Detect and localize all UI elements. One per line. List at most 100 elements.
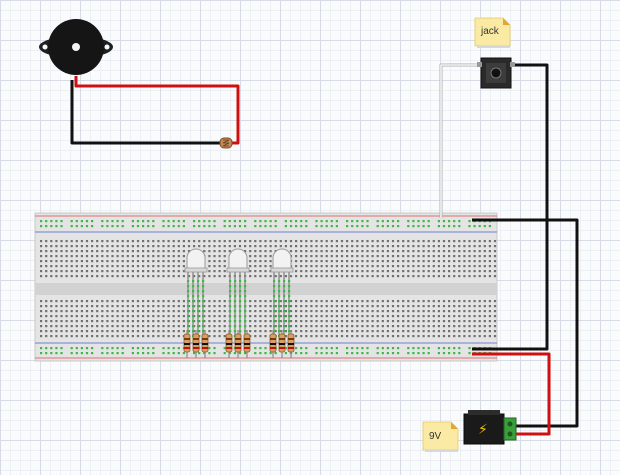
audio-jack[interactable] [477,57,515,89]
terminal-hole [228,245,231,248]
terminal-hole [325,255,328,258]
battery-note[interactable]: 9V [422,421,459,452]
led-rim [270,267,294,273]
terminal-hole [325,305,328,308]
terminal-hole [386,330,389,333]
terminal-hole [453,300,456,303]
terminal-hole [218,330,221,333]
active-hole [244,280,247,283]
rgb-led [225,248,251,358]
terminal-hole [147,265,150,268]
terminal-hole [208,275,211,278]
terminal-hole [432,325,435,328]
terminal-hole [437,325,440,328]
rail-hole [116,220,119,223]
terminal-hole [493,270,497,273]
active-hole [202,295,205,298]
terminal-hole [136,260,140,263]
terminal-hole [101,245,104,248]
active-hole [278,330,281,333]
active-hole [288,325,291,328]
terminal-hole [45,245,48,248]
photoresistor[interactable] [219,137,233,149]
terminal-hole [310,320,313,323]
terminal-hole [75,265,78,268]
jack-note[interactable]: jack [474,17,511,48]
active-hole [192,320,195,323]
terminal-hole [106,270,109,273]
piezo-buzzer[interactable] [39,19,113,75]
terminal-hole [478,330,481,333]
terminal-hole [106,255,109,258]
terminal-hole [80,300,83,303]
terminal-hole [478,245,481,248]
terminal-hole [422,275,425,278]
active-hole [273,315,276,318]
terminal-hole [213,335,216,338]
terminal-hole [325,265,328,268]
active-hole [192,300,195,303]
battery-terminal-block [503,417,517,441]
active-hole [234,280,237,283]
terminal-hole [182,250,185,253]
terminal-hole [310,260,313,263]
rail-hole [198,352,201,355]
rail-hole [233,220,236,223]
terminal-hole [264,265,267,268]
rail-hole [274,225,277,228]
terminal-hole [340,335,344,338]
terminal-hole [45,250,48,253]
terminal-hole [55,255,58,258]
terminal-hole [259,330,262,333]
rgb-led [269,248,295,358]
terminal-hole [85,245,89,248]
terminal-hole [274,305,277,308]
terminal-hole [437,240,440,243]
battery-connector[interactable]: ⚡ [463,410,517,445]
terminal-hole [131,260,134,263]
terminal-hole [422,270,425,273]
terminal-hole [320,255,323,258]
terminal-hole [376,275,379,278]
terminal-hole [402,305,405,308]
terminal-hole [422,255,425,258]
terminal-hole [60,305,63,308]
terminal-hole [152,255,155,258]
rail-hole [101,220,104,223]
terminal-hole [295,270,298,273]
terminal-hole [422,265,425,268]
terminal-hole [65,330,68,333]
rail-hole [335,225,338,228]
terminal-hole [85,270,89,273]
terminal-hole [101,305,104,308]
terminal-hole [228,240,231,243]
terminal-hole [259,260,262,263]
terminal-hole [391,260,395,263]
terminal-hole [305,260,308,263]
terminal-hole [208,265,211,268]
terminal-hole [407,325,410,328]
terminal-hole [157,320,160,323]
terminal-hole [473,260,476,263]
terminal-hole [315,315,318,318]
terminal-hole [325,260,328,263]
rail-hole [376,220,379,223]
terminal-hole [391,275,395,278]
terminal-hole [254,310,257,313]
terminal-hole [75,330,78,333]
terminal-hole [101,260,104,263]
rail-hole [177,352,180,355]
terminal-hole [126,320,129,323]
terminal-hole [335,245,338,248]
terminal-hole [315,275,318,278]
terminal-hole [407,310,410,313]
terminal-hole [45,300,48,303]
terminal-hole [376,250,379,253]
terminal-hole [468,245,471,248]
terminal-hole [432,305,435,308]
rail-hole [193,352,196,355]
terminal-hole [213,305,216,308]
terminal-hole [223,300,226,303]
terminal-hole [218,335,221,338]
rail-hole [356,347,359,350]
